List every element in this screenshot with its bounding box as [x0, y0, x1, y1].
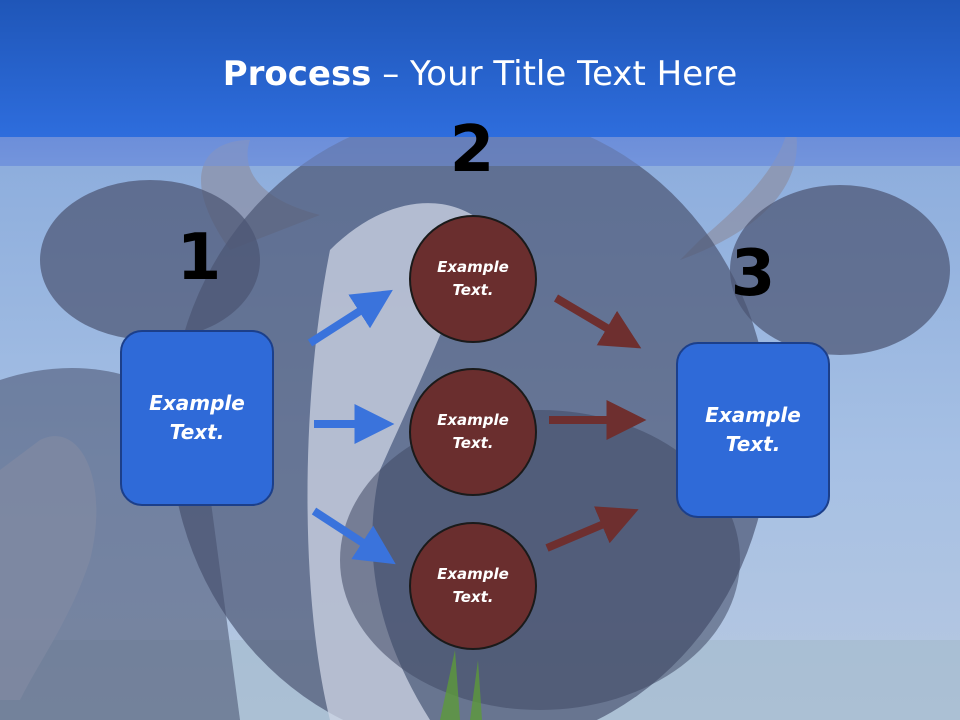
circle-top[interactable]: Example Text. — [409, 215, 537, 343]
circle-middle[interactable]: Example Text. — [409, 368, 537, 496]
arrow-blue-down — [311, 507, 396, 565]
title-rest: – Your Title Text Here — [371, 54, 738, 94]
title-bar — [0, 0, 960, 137]
left-step-text: Example Text. — [149, 391, 245, 444]
arrow-brown-up — [545, 506, 639, 552]
step-number-2: 2 — [449, 113, 495, 187]
step-number-3: 3 — [730, 237, 776, 311]
arrow-blue-up — [307, 289, 393, 347]
step-number-1: 1 — [176, 221, 222, 295]
right-step-text: Example Text. — [705, 403, 801, 456]
slide-title: Process – Your Title Text Here — [0, 54, 960, 94]
left-step-box[interactable]: Example Text. — [120, 330, 274, 506]
circle-middle-text: Example Text. — [437, 411, 509, 452]
title-bar-band — [0, 137, 960, 166]
title-bold: Process — [222, 54, 372, 94]
circle-bottom-text: Example Text. — [437, 565, 509, 606]
circle-top-text: Example Text. — [437, 258, 509, 299]
right-step-box[interactable]: Example Text. — [676, 342, 830, 518]
circle-bottom[interactable]: Example Text. — [409, 522, 537, 650]
arrow-brown-down — [553, 294, 642, 349]
